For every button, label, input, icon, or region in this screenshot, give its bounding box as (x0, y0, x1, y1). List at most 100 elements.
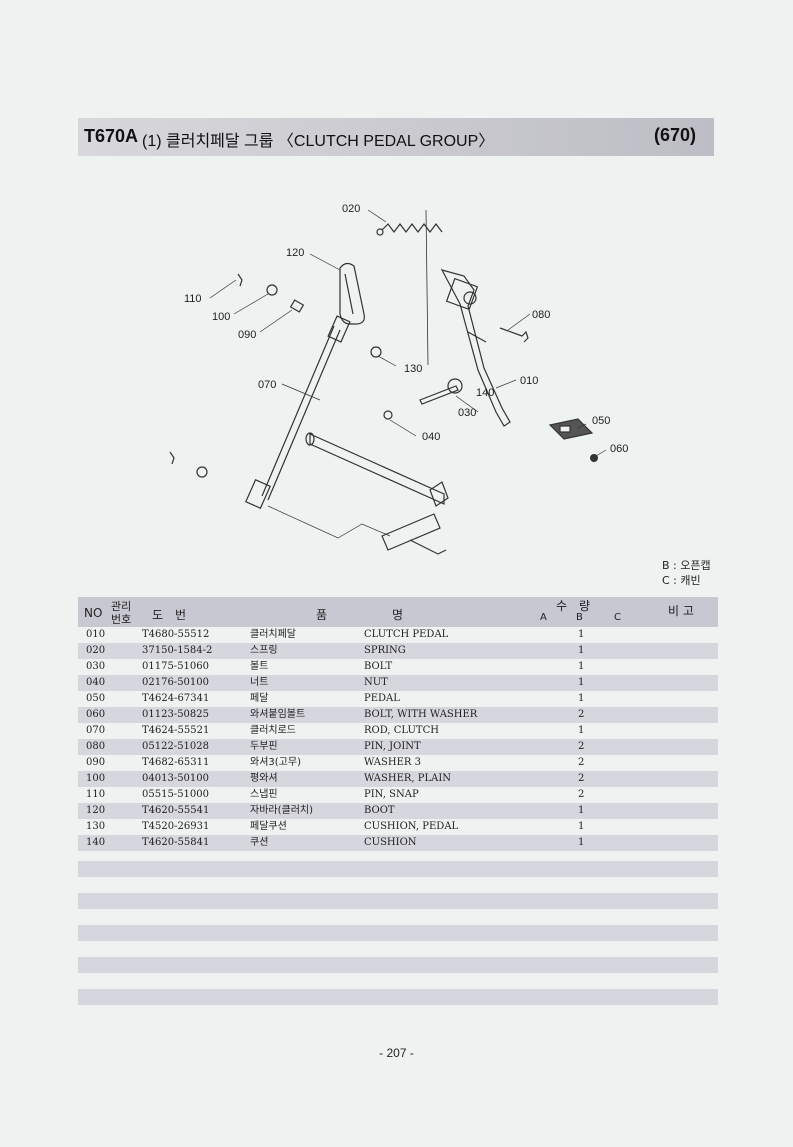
row-korean-name: 스냅핀 (250, 789, 278, 800)
row-qty-b: 1 (578, 821, 585, 832)
row-korean-name: 너트 (250, 677, 269, 688)
parts-table-body: 010 T4680-55512 클러치페달 CLUTCH PEDAL 1 020 3715… (78, 627, 718, 851)
callout-130: 130 (404, 363, 422, 375)
callout-050: 050 (592, 415, 610, 427)
row-part-number: T4620-55541 (142, 805, 210, 816)
row-no: 110 (86, 789, 106, 800)
callout-060: 060 (610, 443, 628, 455)
callout-010: 010 (520, 375, 538, 387)
callout-020: 020 (342, 203, 360, 215)
header-qty-a: A (540, 612, 547, 623)
row-qty-b: 1 (578, 837, 585, 848)
row-qty-b: 2 (578, 709, 585, 720)
row-english-name: PIN, JOINT (364, 741, 421, 752)
row-no: 120 (86, 805, 106, 816)
row-korean-name: 두부핀 (250, 741, 278, 752)
row-part-number: T4680-55512 (142, 629, 210, 640)
row-english-name: NUT (364, 677, 388, 688)
row-part-number: T4620-55841 (142, 837, 210, 848)
row-no: 050 (86, 693, 106, 704)
row-korean-name: 와셔3(고무) (250, 757, 301, 768)
row-korean-name: 클러치페달 (250, 629, 296, 640)
row-english-name: CUSHION, PEDAL (364, 821, 459, 832)
clutch-pedal-arm (440, 269, 511, 427)
callout-070: 070 (258, 379, 276, 391)
row-part-number: T4520-26931 (142, 821, 210, 832)
row-korean-name: 자바라(클러치) (250, 805, 314, 816)
header-part-no: 도 번 (152, 608, 187, 622)
callout-100: 100 (212, 311, 230, 323)
row-korean-name: 평와셔 (250, 773, 278, 784)
row-english-name: WASHER 3 (364, 757, 421, 768)
row-english-name: PEDAL (364, 693, 400, 704)
row-no: 040 (86, 677, 106, 688)
row-korean-name: 쿠션 (250, 837, 269, 848)
parts-table-header: NO 관리 번호 도 번 품 명 수 량 A B C 비 고 (78, 597, 718, 627)
row-english-name: BOLT, WITH WASHER (364, 709, 478, 720)
bolt-part (419, 385, 459, 405)
exploded-parts-diagram: 020 120 110 100 090 080 130 070 010 140 … (169, 203, 628, 555)
row-english-name: CUSHION (364, 837, 417, 848)
empty-row (78, 957, 718, 973)
row-qty-b: 1 (578, 677, 585, 688)
boot-part (339, 262, 365, 325)
row-part-number: 02176-50100 (142, 677, 210, 688)
spring-part (381, 223, 443, 233)
header-no: NO (84, 606, 103, 620)
pedal-pad (548, 418, 594, 440)
row-part-number: 05122-51028 (142, 741, 210, 752)
row-no: 140 (86, 837, 106, 848)
joint-pin (499, 327, 529, 343)
empty-row (78, 861, 718, 877)
group-title: (1) 클러치페달 그룹 〈CLUTCH PEDAL GROUP〉 (142, 133, 495, 150)
table-row: 140 T4620-55841 쿠션 CUSHION 1 (78, 835, 718, 851)
row-korean-name: 스프링 (250, 645, 278, 656)
row-english-name: BOOT (364, 805, 395, 816)
cross-shaft (309, 433, 445, 505)
row-english-name: PIN, SNAP (364, 789, 419, 800)
row-no: 060 (86, 709, 106, 720)
header-qty: 수 량 (556, 599, 591, 613)
row-no: 080 (86, 741, 106, 752)
group-code: (670) (653, 125, 696, 145)
row-no: 010 (86, 629, 106, 640)
row-qty-b: 2 (578, 773, 585, 784)
row-korean-name: 와셔붙임볼트 (250, 709, 306, 720)
callout-030: 030 (458, 407, 476, 419)
callout-120: 120 (286, 247, 304, 259)
row-part-number: 37150-1584-2 (142, 645, 213, 656)
row-korean-name: 볼트 (250, 661, 269, 672)
callout-090: 090 (238, 329, 256, 341)
empty-row (78, 925, 718, 941)
callout-110: 110 (184, 293, 202, 305)
row-part-number: T4624-55521 (142, 725, 210, 736)
row-no: 030 (86, 661, 106, 672)
row-english-name: ROD, CLUTCH (364, 725, 439, 736)
legend-c: C : 캐빈 (662, 574, 701, 587)
row-english-name: SPRING (364, 645, 406, 656)
row-no: 020 (86, 645, 106, 656)
row-english-name: CLUTCH PEDAL (364, 629, 449, 640)
row-english-name: WASHER, PLAIN (364, 773, 452, 784)
row-part-number: 05515-51000 (142, 789, 210, 800)
callout-140: 140 (476, 387, 494, 399)
empty-row (78, 893, 718, 909)
title-bar: T670A (1) 클러치페달 그룹 〈CLUTCH PEDAL GROUP〉 … (78, 118, 714, 156)
row-korean-name: 페달쿠션 (250, 821, 287, 832)
row-part-number: 01175-51060 (142, 661, 210, 672)
row-qty-b: 1 (578, 661, 585, 672)
row-korean-name: 클러치로드 (250, 725, 296, 736)
page-number: - 207 - (379, 1046, 414, 1060)
table-row: 040 02176-50100 너트 NUT 1 (78, 675, 718, 691)
row-qty-b: 2 (578, 789, 585, 800)
row-part-number: T4624-67341 (142, 693, 210, 704)
